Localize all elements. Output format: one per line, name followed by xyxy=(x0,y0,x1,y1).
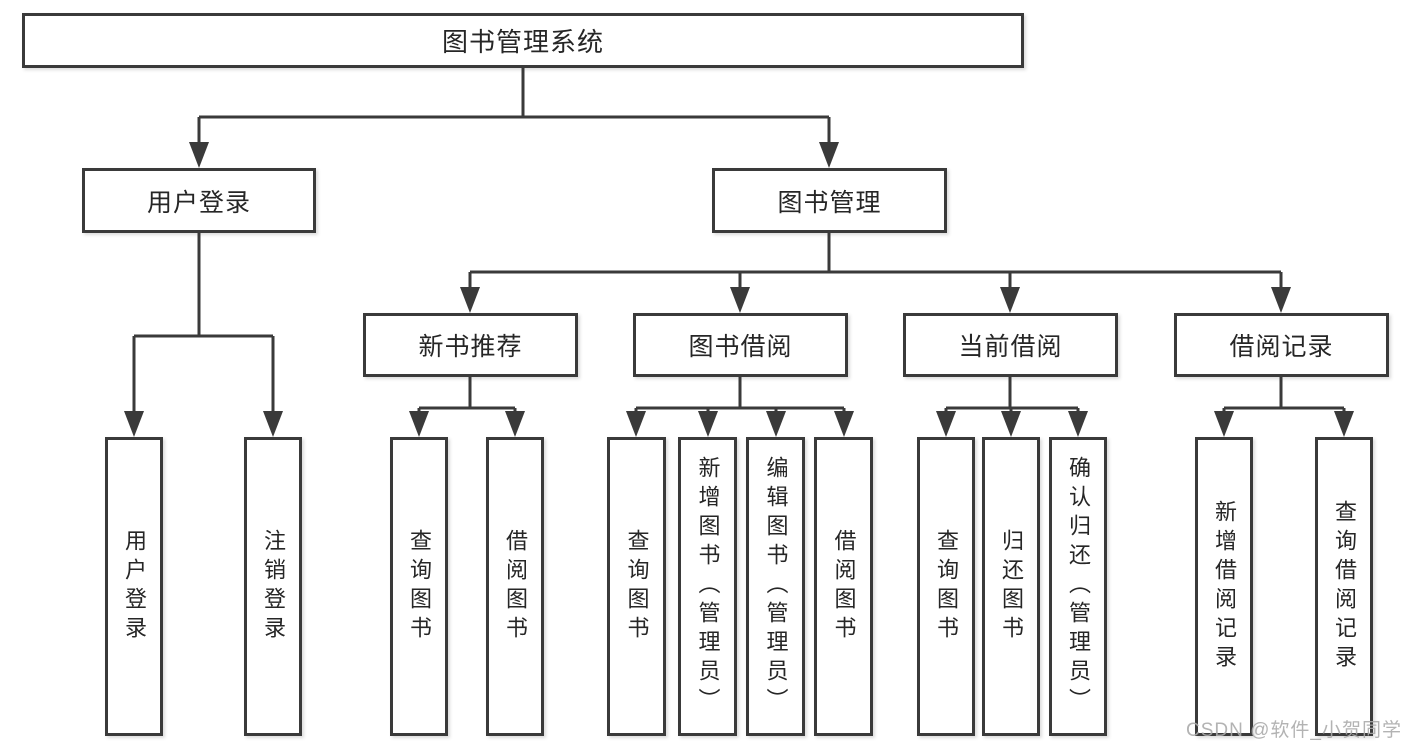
leaf-logout: 注销登录 xyxy=(244,437,302,736)
leaf-edit-book-admin: 编辑图书（管理员） xyxy=(746,437,805,736)
edge-bookmgmt-to-level3 xyxy=(468,233,1283,289)
leaf-query-borrow-record: 查询借阅记录 xyxy=(1315,437,1373,736)
leaf-user-login: 用户登录 xyxy=(105,437,163,736)
arrowhead xyxy=(936,411,956,437)
edge-bookborrow-to-leaves xyxy=(634,377,846,414)
arrowhead xyxy=(834,411,854,437)
node-book-borrow: 图书借阅 xyxy=(633,313,848,377)
node-book-management: 图书管理 xyxy=(712,168,947,233)
edge-root-to-level2 xyxy=(197,68,831,144)
leaf-query-book-borrow: 查询图书 xyxy=(607,437,666,736)
arrowhead xyxy=(189,142,209,168)
leaf-return-book: 归还图书 xyxy=(982,437,1040,736)
node-new-book-recommend: 新书推荐 xyxy=(363,313,578,377)
arrowhead xyxy=(505,411,525,437)
leaf-add-book-admin: 新增图书（管理员） xyxy=(678,437,737,736)
arrowhead xyxy=(1000,287,1020,313)
watermark: CSDN @软件_小贺同学 xyxy=(1186,720,1402,741)
arrowhead xyxy=(409,411,429,437)
arrowhead xyxy=(698,411,718,437)
leaf-add-borrow-record: 新增借阅记录 xyxy=(1195,437,1253,736)
leaf-confirm-return-admin: 确认归还（管理员） xyxy=(1049,437,1107,736)
node-user-login: 用户登录 xyxy=(82,168,316,233)
node-root: 图书管理系统 xyxy=(22,13,1024,68)
arrowhead xyxy=(124,411,144,437)
arrowhead xyxy=(263,411,283,437)
leaf-query-book-recommend: 查询图书 xyxy=(390,437,448,736)
arrowhead xyxy=(1334,411,1354,437)
leaf-query-book-current: 查询图书 xyxy=(917,437,975,736)
arrowhead xyxy=(730,287,750,313)
edge-currentborrow-to-leaves xyxy=(944,377,1080,414)
arrowhead xyxy=(1001,411,1021,437)
arrowhead xyxy=(819,142,839,168)
arrowhead xyxy=(1068,411,1088,437)
arrowhead xyxy=(766,411,786,437)
edge-newrec-to-leaves xyxy=(417,377,517,414)
leaf-borrow-book-recommend: 借阅图书 xyxy=(486,437,544,736)
edge-userlogin-to-leaves xyxy=(132,233,275,413)
node-current-borrow: 当前借阅 xyxy=(903,313,1118,377)
arrowhead xyxy=(1214,411,1234,437)
arrowhead xyxy=(626,411,646,437)
edge-records-to-leaves xyxy=(1222,377,1346,414)
node-borrow-records: 借阅记录 xyxy=(1174,313,1389,377)
arrowhead xyxy=(460,287,480,313)
leaf-borrow-book: 借阅图书 xyxy=(814,437,873,736)
arrowhead xyxy=(1271,287,1291,313)
